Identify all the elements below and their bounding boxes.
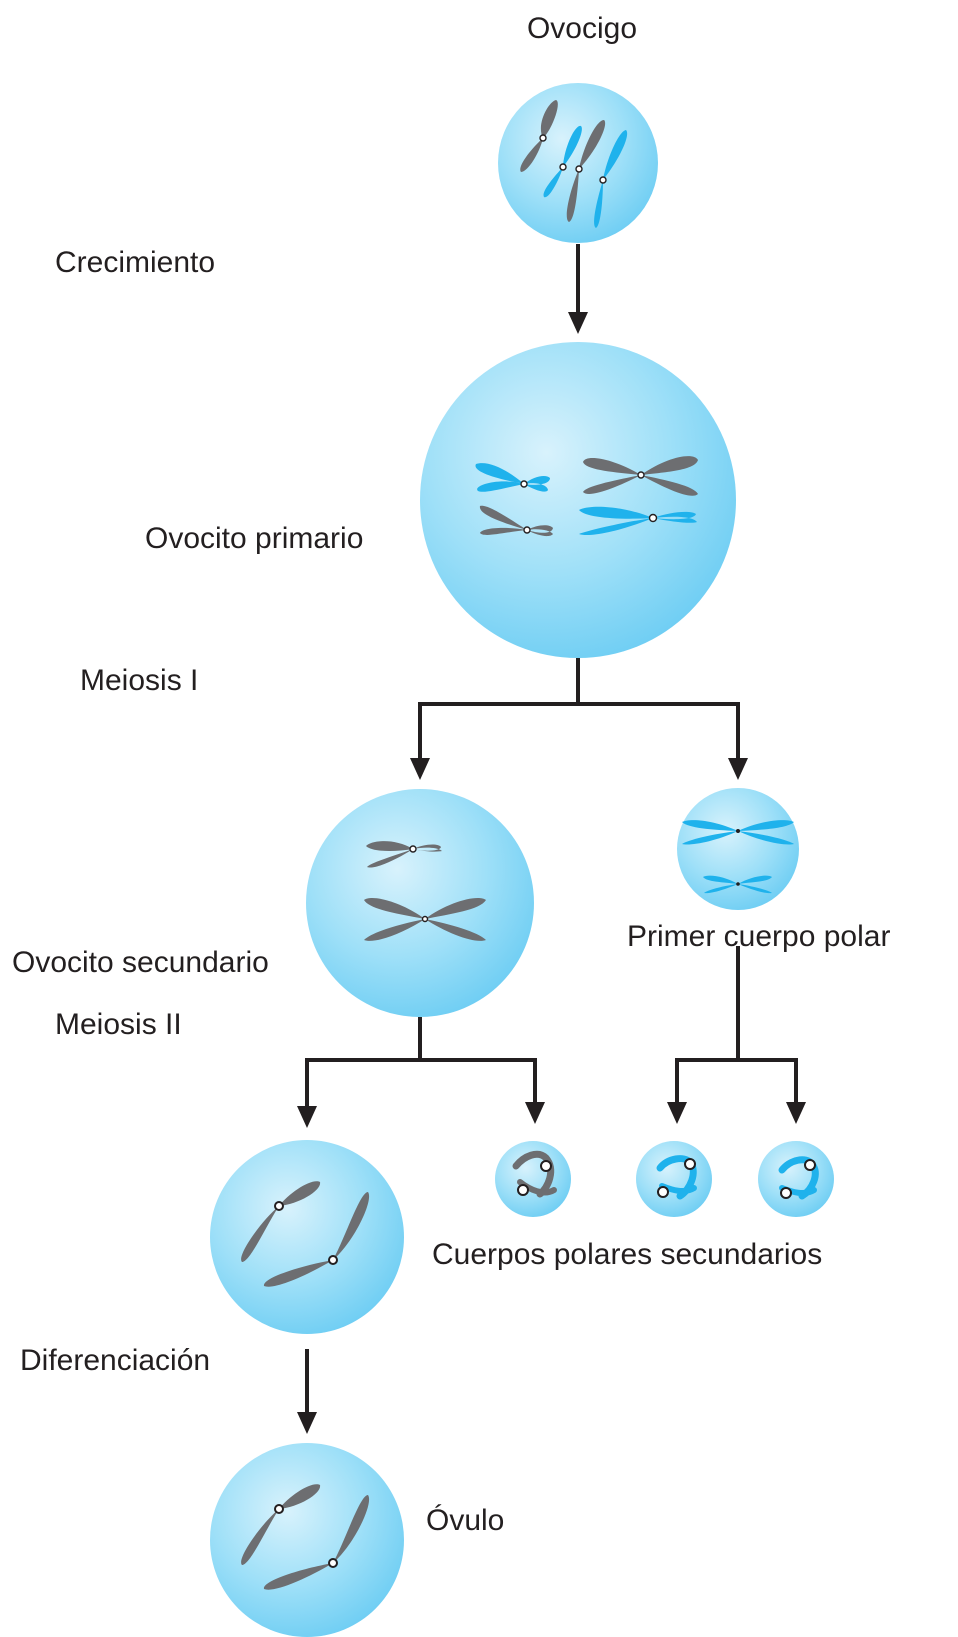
arrow-meiosis-2-first-polar-body	[667, 946, 806, 1124]
dyad-blue-small	[703, 875, 738, 894]
egg-cell-pre-differentiation	[210, 1140, 404, 1334]
secondary-polar-body-1-chromosomes	[512, 1150, 557, 1198]
label-growth: Crecimiento	[55, 246, 215, 279]
tetrad-blue-small	[475, 463, 524, 492]
chromosome-gray	[263, 1192, 370, 1287]
secondary-oocyte-cell	[306, 789, 534, 1017]
centromere	[540, 1160, 552, 1172]
centromere	[648, 513, 658, 523]
centromere	[328, 1558, 338, 1568]
centromere	[804, 1159, 816, 1171]
primary-oocyte-cell	[420, 342, 736, 658]
centromere	[736, 882, 740, 886]
label-differentiation: Diferenciación	[20, 1344, 210, 1377]
tetrad-gray-small	[527, 525, 553, 537]
chromosome-gray	[517, 1179, 557, 1196]
dyad-gray-large	[425, 898, 486, 941]
zygote-chromosomes	[520, 100, 628, 228]
dyad-gray-small	[413, 844, 442, 852]
dyad-gray-large	[364, 898, 425, 941]
label-primary-oocyte: Ovocito primario	[145, 522, 363, 555]
secondary-polar-body-2	[636, 1141, 712, 1217]
centromere	[599, 176, 607, 184]
chromosome-gray	[566, 120, 606, 222]
centromere	[780, 1187, 792, 1199]
label-secondary-polar-bodies: Cuerpos polares secundarios	[432, 1238, 822, 1271]
tetrad-gray-large	[641, 456, 698, 496]
primary-oocyte-chromosomes	[475, 456, 698, 537]
centromere	[517, 1184, 529, 1196]
dyad-blue-large	[682, 820, 738, 845]
centromere	[657, 1186, 669, 1198]
centromere	[637, 471, 645, 479]
centromere	[520, 480, 528, 488]
chromosome-gray	[263, 1495, 370, 1590]
dyad-blue-small	[738, 875, 772, 894]
centromere	[559, 163, 567, 171]
chromosome-gray	[241, 1484, 321, 1565]
centromere	[421, 915, 429, 923]
centromere	[274, 1504, 284, 1514]
arrow-meiosis-1	[410, 658, 748, 780]
secondary-polar-body-1	[495, 1141, 571, 1217]
secondary-oocyte-chromosomes	[364, 841, 486, 941]
centromere	[328, 1255, 338, 1265]
label-zygote: Ovocigo	[527, 12, 637, 45]
secondary-polar-body-3-chromosomes	[778, 1156, 819, 1200]
centromere	[274, 1201, 284, 1211]
label-secondary-oocyte: Ovocito secundario	[12, 946, 269, 979]
centromere	[539, 134, 547, 142]
secondary-polar-body-3	[758, 1141, 834, 1217]
label-meiosis-2: Meiosis II	[55, 1008, 182, 1041]
label-first-polar-body: Primer cuerpo polar	[627, 920, 890, 953]
tetrad-gray-small	[479, 505, 527, 535]
secondary-polar-body-2-chromosomes	[656, 1155, 697, 1200]
chromosome-gray	[520, 100, 558, 172]
centromere	[409, 845, 417, 853]
ovum-cell	[210, 1443, 404, 1637]
chromosome-gray	[512, 1150, 555, 1198]
dyad-blue-large	[738, 820, 794, 845]
arrow-meiosis-2-secondary-oocyte	[297, 1017, 545, 1128]
label-ovum: Óvulo	[426, 1504, 504, 1537]
chromosome-blue	[543, 125, 582, 198]
first-polar-body-cell	[677, 788, 799, 910]
centromere	[684, 1158, 696, 1170]
chromosome-blue	[594, 130, 628, 228]
centromere	[523, 526, 531, 534]
tetrad-blue-large	[653, 511, 697, 523]
tetrad-blue-large	[579, 506, 653, 536]
arrow-growth	[568, 244, 588, 334]
zygote-cell	[498, 83, 658, 243]
arrow-differentiation	[297, 1349, 317, 1434]
first-polar-body-chromosomes	[682, 820, 794, 894]
centromere	[736, 829, 740, 833]
label-meiosis-1: Meiosis I	[80, 664, 198, 697]
chromosome-gray	[241, 1181, 321, 1262]
tetrad-gray-large	[583, 458, 641, 495]
ovum-chromosomes	[241, 1484, 370, 1590]
dyad-gray-small	[366, 841, 413, 868]
egg-cell-chromosomes	[241, 1181, 370, 1287]
centromere	[575, 165, 583, 173]
tetrad-blue-small	[524, 476, 550, 492]
